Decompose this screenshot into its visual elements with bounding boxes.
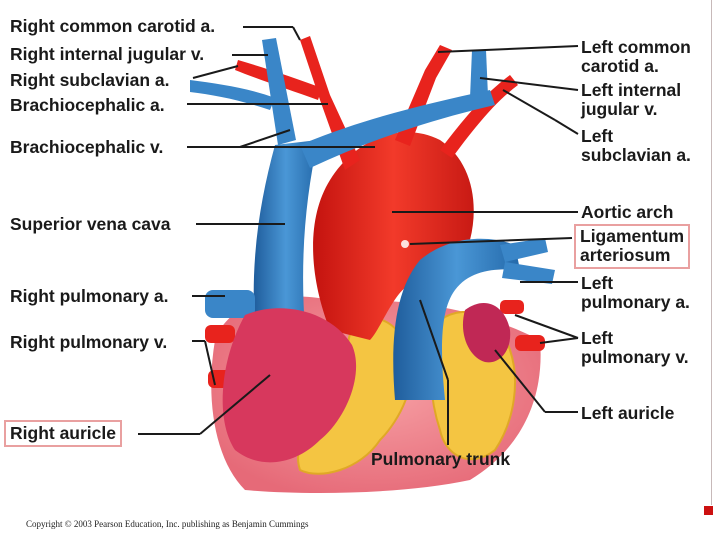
label-left-auricle: Left auricle [581, 403, 675, 423]
label-right-pulmonary-a: Right pulmonary a. [10, 286, 169, 306]
right-auricle [222, 308, 357, 463]
label-left-subclavian-line2: subclavian a. [581, 145, 691, 165]
right-subclavian-vein [190, 80, 275, 110]
left-subclavian-artery [440, 75, 518, 158]
label-right-pulmonary-v: Right pulmonary v. [10, 332, 168, 352]
label-aortic-arch: Aortic arch [581, 202, 674, 222]
left-pulmonary-artery [500, 238, 555, 284]
label-brachiocephalic-a: Brachiocephalic a. [10, 95, 165, 115]
label-pulmonary-trunk: Pulmonary trunk [371, 449, 511, 469]
label-right-subclavian: Right subclavian a. [10, 70, 170, 90]
superior-vena-cava [253, 140, 318, 330]
label-left-subclavian-line1: Left [581, 126, 614, 146]
label-left-pulmonary-v-line1: Left [581, 328, 614, 348]
slide-edge-line [711, 0, 712, 505]
right-internal-jugular-vein [262, 38, 296, 145]
left-common-carotid-artery [395, 45, 452, 146]
left-internal-jugular-vein [470, 50, 488, 98]
slide-corner-marker [704, 506, 713, 515]
label-left-common-carotid-line2: carotid a. [581, 56, 659, 76]
label-left-pulmonary-a-line2: pulmonary a. [581, 292, 690, 312]
left-auricle [462, 302, 511, 363]
ligamentum-arteriosum-marker [401, 240, 409, 248]
label-ligamentum-arteriosum-line2: arteriosum [580, 245, 671, 265]
leader-lines [138, 26, 579, 445]
label-left-internal-jugular-line2: jugular v. [581, 99, 658, 119]
label-left-pulmonary-a-line1: Left [581, 273, 614, 293]
label-right-common-carotid: Right common carotid a. [10, 16, 216, 36]
right-pulmonary-artery [205, 290, 255, 318]
left-brachiocephalic-vein [300, 90, 495, 168]
pulmonary-trunk [393, 238, 520, 400]
label-ligamentum-arteriosum: Ligamentum arteriosum [574, 224, 691, 269]
copyright-notice: Copyright © 2003 Pearson Education, Inc.… [26, 519, 309, 529]
label-ligamentum-arteriosum-line1: Ligamentum [580, 226, 685, 246]
label-superior-vena-cava: Superior vena cava [10, 214, 171, 234]
left-pulmonary-vein [515, 335, 545, 351]
aortic-arch [313, 132, 474, 340]
left-pulmonary-vein-upper [500, 300, 524, 314]
right-pulmonary-vein [205, 325, 235, 343]
label-right-internal-jugular: Right internal jugular v. [10, 44, 205, 64]
label-left-pulmonary-v-line2: pulmonary v. [581, 347, 689, 367]
label-left-common-carotid-line1: Left common [581, 37, 691, 57]
label-right-auricle: Right auricle [4, 420, 122, 447]
label-left-internal-jugular-line1: Left internal [581, 80, 682, 100]
label-brachiocephalic-v: Brachiocephalic v. [10, 137, 164, 157]
